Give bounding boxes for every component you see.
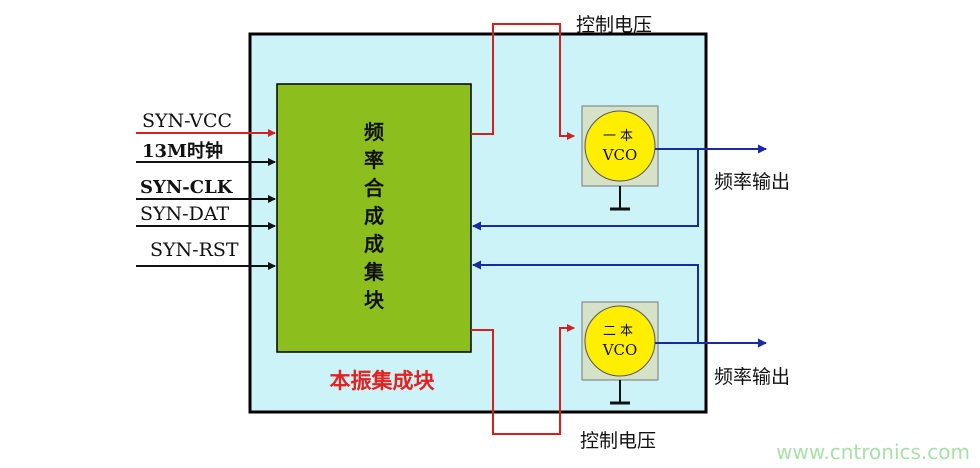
vco-bottom-prefix: 二本 — [603, 324, 637, 339]
synth-char: 率 — [364, 148, 384, 172]
output-signals — [472, 144, 767, 348]
synth-chip-label: 频 率 合 成 成 集 块 — [363, 120, 385, 312]
module-label: 本振集成块 — [330, 368, 436, 393]
synth-char: 集 — [363, 260, 385, 284]
freq-out-bottom-label: 频率输出 — [714, 366, 790, 388]
input-label-syn-dat: SYN-DAT — [140, 203, 230, 225]
synth-char: 成 — [364, 204, 384, 228]
vco-top-label: VCO — [602, 146, 638, 164]
feedback-top-path — [472, 149, 699, 231]
frequency-synthesizer-chip — [276, 83, 472, 353]
input-signals: SYN-VCC 13M时钟 SYN-CLK SYN-DAT SYN-RST — [136, 110, 276, 270]
vco-top: 一本 VCO — [581, 105, 659, 211]
control-voltage-bottom-label: 控制电压 — [580, 430, 656, 452]
vco-top-prefix: 一本 — [603, 129, 637, 144]
vco-bottom-label: VCO — [602, 341, 638, 359]
input-label-syn-rst: SYN-RST — [150, 239, 239, 261]
vco-bottom-circle — [584, 305, 656, 377]
synth-char: 成 — [364, 232, 384, 256]
input-label-syn-vcc: SYN-VCC — [142, 110, 232, 132]
control-voltage-top-label: 控制电压 — [576, 14, 652, 36]
feedback-bottom-path — [472, 260, 699, 343]
control-voltage-top-path — [471, 23, 575, 140]
synth-char: 合 — [364, 176, 385, 200]
synth-char: 频 — [364, 120, 384, 144]
watermark: www.cntronics.com — [776, 440, 970, 464]
vco-top-circle — [584, 110, 656, 182]
input-label-13m-clock: 13M时钟 — [142, 140, 223, 162]
input-label-syn-clk: SYN-CLK — [140, 177, 234, 198]
freq-out-top-label: 频率输出 — [714, 171, 790, 193]
vco-bottom: 二本 VCO — [581, 301, 659, 405]
control-voltage-bottom-path — [471, 324, 575, 435]
synth-char: 块 — [364, 288, 385, 312]
